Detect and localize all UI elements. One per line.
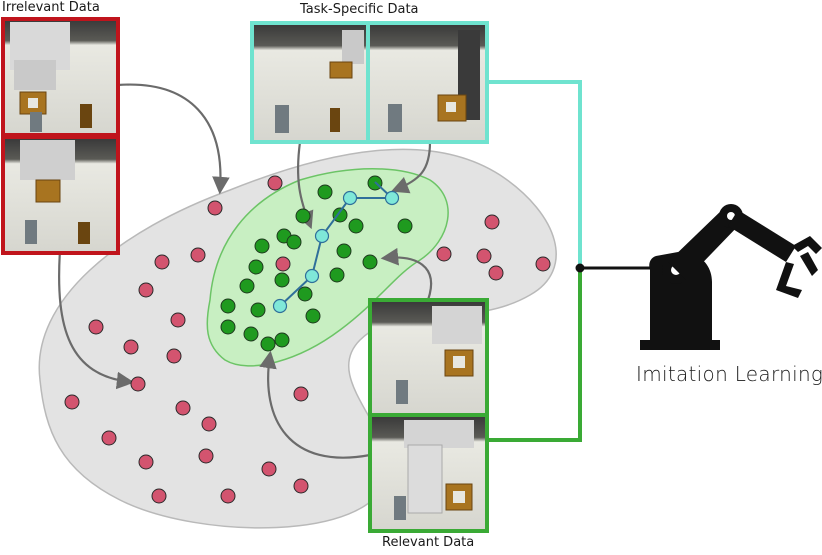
irrelevant-point: [436, 246, 452, 262]
relevant-point: [220, 298, 236, 314]
trajectory-point: [384, 190, 400, 206]
relevant-point: [297, 286, 313, 302]
relevant-data-region: [206, 168, 449, 367]
arrow-task-right: [390, 141, 432, 194]
relevant-point: [250, 302, 266, 318]
connector-joint: [575, 263, 585, 273]
trajectory-point: [342, 190, 358, 206]
relevant-point: [220, 319, 236, 335]
task-specific-data-label: Task-Specific Data: [300, 2, 419, 17]
irrelevant-image-2: [1, 135, 120, 255]
irrelevant-point: [267, 175, 283, 191]
relevant-point: [239, 278, 255, 294]
irrelevant-point: [166, 348, 182, 364]
task-connector: [487, 80, 582, 268]
relevant-point: [295, 208, 311, 224]
relevant-image-1: [372, 302, 485, 414]
irrelevant-point: [275, 256, 291, 272]
robot-arm-icon: [640, 204, 822, 350]
irrelevant-point: [154, 254, 170, 270]
task-image-frames: [250, 21, 489, 144]
relevant-point: [248, 259, 264, 275]
irrelevant-point: [198, 448, 214, 464]
irrelevant-point: [484, 214, 500, 230]
irrelevant-point: [476, 248, 492, 264]
irrelevant-point: [138, 454, 154, 470]
relevant-point: [305, 308, 321, 324]
robot-gripper-lower: [776, 262, 802, 298]
trajectory-point: [304, 268, 320, 284]
robot-upper-arm: [668, 208, 740, 280]
robot-forearm: [728, 210, 796, 262]
irrelevant-image-1: [1, 17, 120, 137]
irrelevant-point: [488, 265, 504, 281]
relevant-connector: [487, 268, 582, 442]
irrelevant-point: [220, 488, 236, 504]
irrelevant-point: [535, 256, 551, 272]
task-image-1: [254, 25, 367, 140]
arrow-relevant-bottom: [259, 350, 371, 459]
irrelevant-point: [151, 488, 167, 504]
relevant-points: [220, 175, 413, 352]
trajectory-point: [272, 298, 288, 314]
arrow-relevant-top: [380, 247, 433, 301]
trajectory-point: [314, 228, 330, 244]
irrelevant-point: [64, 394, 80, 410]
irrelevant-point: [293, 478, 309, 494]
irrelevant-data-label: Irrelevant Data: [2, 0, 100, 15]
connectors: [487, 80, 650, 442]
irrelevant-point: [293, 386, 309, 402]
relevant-image-frames: [368, 298, 489, 533]
irrelevant-point: [101, 430, 117, 446]
relevant-point: [260, 336, 276, 352]
relevant-point: [348, 218, 364, 234]
arrows: [58, 83, 433, 459]
trajectory: [272, 181, 400, 314]
robot-gripper-tip: [800, 252, 818, 276]
irrelevant-point: [88, 319, 104, 335]
relevant-point: [286, 234, 302, 250]
relevant-point: [274, 272, 290, 288]
relevant-point: [362, 254, 378, 270]
relevant-image-2: [372, 417, 485, 530]
irrelevant-image-frames: [1, 17, 120, 255]
relevant-point: [254, 238, 270, 254]
irrelevant-point: [190, 247, 206, 263]
irrelevant-point: [207, 200, 223, 216]
arrow-irrelevant-top: [117, 83, 230, 195]
irrelevant-point: [130, 376, 146, 392]
irrelevant-points: [64, 175, 551, 504]
irrelevant-point: [138, 282, 154, 298]
irrelevant-point: [170, 312, 186, 328]
irrelevant-point: [123, 339, 139, 355]
task-image-2: [369, 25, 485, 140]
relevant-point: [274, 332, 290, 348]
robot-base: [640, 340, 720, 350]
relevant-point: [397, 218, 413, 234]
arrow-irrelevant-bottom: [58, 249, 135, 390]
relevant-point: [332, 207, 348, 223]
relevant-point: [317, 184, 333, 200]
irrelevant-point: [201, 416, 217, 432]
relevant-point: [336, 243, 352, 259]
irrelevant-point: [175, 400, 191, 416]
imitation-learning-label: Imitation Learning: [636, 362, 822, 386]
relevant-point: [329, 267, 345, 283]
relevant-data-label: Relevant Data: [382, 535, 475, 550]
irrelevant-point: [261, 461, 277, 477]
relevant-point: [243, 326, 259, 342]
robot-gripper-upper: [792, 236, 822, 254]
